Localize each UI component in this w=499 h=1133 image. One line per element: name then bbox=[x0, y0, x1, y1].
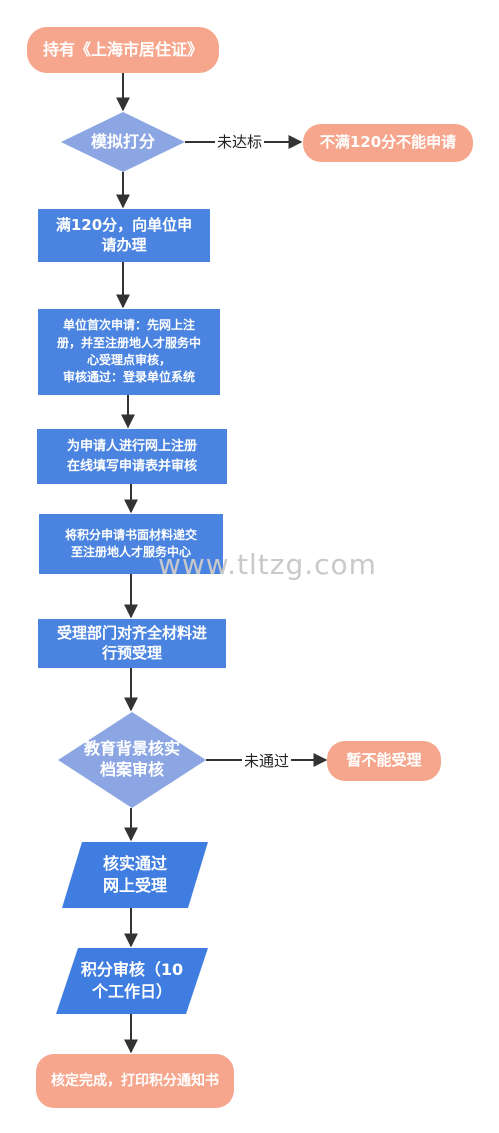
reject-accept-terminal: 暂不能受理 bbox=[327, 741, 441, 781]
start-terminal: 持有《上海市居住证》 bbox=[27, 27, 219, 73]
process-apply-unit: 满120分，向单位申 请办理 bbox=[38, 209, 210, 262]
reject-score-terminal: 不满120分不能申请 bbox=[303, 124, 473, 162]
io-score-review-label: 积分审核（10 个工作日） bbox=[80, 960, 184, 1001]
decision-edu-label: 教育背景核实 档案审核 bbox=[83, 739, 180, 779]
process-pre-accept: 受理部门对齐全材料进 行预受理 bbox=[38, 619, 226, 668]
process-register: 为申请人进行网上注册 在线填写申请表并审核 bbox=[37, 429, 227, 484]
watermark-text: www.tltzg.com bbox=[158, 548, 377, 581]
io-verified-shape bbox=[62, 842, 208, 908]
decision-simulate-shape bbox=[61, 112, 185, 172]
process-first-apply: 单位首次申请：先网上注 册，并至注册地人才服务中 心受理点审核， 审核通过：登录… bbox=[38, 309, 220, 395]
end-terminal: 核定完成，打印积分通知书 bbox=[36, 1054, 234, 1108]
edge-label-not-reach: 未达标 bbox=[215, 131, 265, 152]
io-score-shape bbox=[56, 948, 208, 1014]
decision-edu-shape bbox=[58, 712, 206, 808]
process-submit: 将积分申请书面材料递交 至注册地人才服务中心 bbox=[39, 514, 223, 574]
decision-simulate-label: 模拟打分 bbox=[90, 131, 155, 151]
io-verified-label: 核实通过 网上受理 bbox=[102, 854, 167, 895]
edge-label-not-pass: 未通过 bbox=[242, 750, 292, 771]
